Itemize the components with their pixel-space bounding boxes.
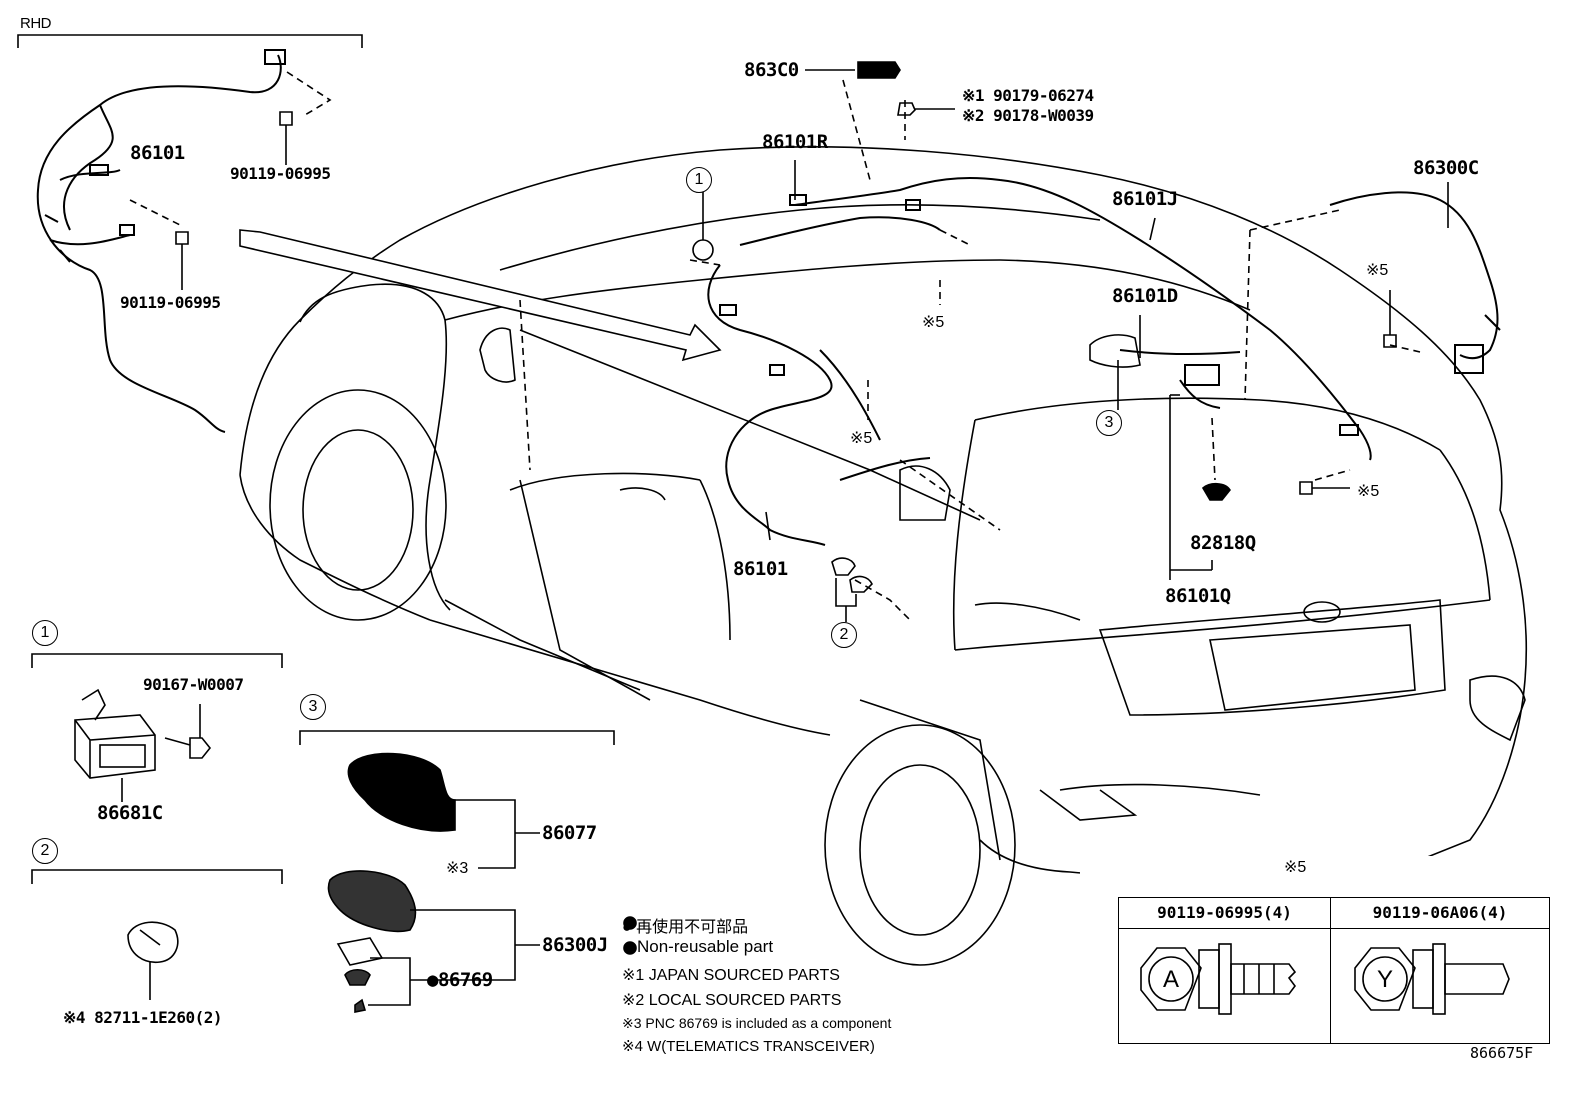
leader-86077 (450, 799, 540, 869)
legend-nonreusable-en: ● Non-reusable part (622, 937, 774, 956)
label-86101r: 86101R (762, 131, 828, 153)
leader-86101j (1149, 217, 1156, 241)
head-mark-a: A (1162, 966, 1179, 993)
nut-86769-drawing (344, 968, 371, 1013)
connector-drawing-a (831, 557, 856, 576)
bolt-side-y-icon (1412, 943, 1510, 1015)
module-location (692, 239, 714, 261)
leader-rhd-bolt-low (129, 199, 181, 226)
bolt-table-header-2: 90119-06A06(4) (1331, 898, 1549, 929)
module-86681c-drawing (74, 688, 156, 779)
gasket-drawing (336, 937, 384, 966)
section-2-bracket (31, 869, 283, 884)
label-863c0: 863C0 (744, 59, 799, 81)
ref-circle-3: 3 (1096, 410, 1122, 436)
bolt-86300c (1383, 290, 1397, 348)
label-86300j: 86300J (542, 934, 608, 956)
label-86101j: 86101J (1112, 188, 1178, 210)
legend-note-4: ※4 W(TELEMATICS TRANSCEIVER) (622, 1038, 875, 1055)
bolt-90167-drawing (164, 737, 212, 759)
head-mark-y: Y (1376, 966, 1393, 993)
diagram-id: 866675F (1470, 1044, 1534, 1062)
bracket-86101q (1169, 395, 1213, 580)
bolt-table-header-1: 90119-06995(4) (1119, 898, 1330, 929)
bolt-head-y-icon (1354, 947, 1416, 1011)
bolt-table-drawings (1140, 943, 1510, 1015)
label-82711-1e260: ※4 82711-1E260(2) (63, 1008, 223, 1027)
label-86300c: 86300C (1413, 157, 1479, 179)
clamp-82818q-drawing (1201, 482, 1231, 501)
section-3-marker: 3 (300, 694, 326, 720)
rhd-harness-drawing (36, 49, 286, 433)
ref-5-dash: ※5 (850, 430, 873, 447)
section-1-marker: 1 (32, 620, 58, 646)
label-86101q: 86101Q (1165, 585, 1231, 607)
section-3-bracket (299, 730, 615, 745)
label-nut-local: ※2 90178-W0039 (962, 106, 1094, 125)
legend-note-3: ※3 PNC 86769 is included as a component (622, 1015, 892, 1031)
leader-86769 (368, 957, 428, 1006)
label-90167-w0007: 90167-W0007 (143, 675, 244, 694)
leader-86101-center (765, 511, 771, 541)
ref-circle-1: 1 (686, 167, 712, 193)
antenna-86300j-drawing (327, 870, 417, 933)
label-86681c: 86681C (97, 802, 163, 824)
leader-86300j (410, 909, 540, 981)
part-82711-drawing (127, 921, 179, 1000)
amp-863c0-drawing (857, 61, 901, 79)
legend-note-1: ※1 JAPAN SOURCED PARTS (622, 967, 840, 984)
label-nut-japan: ※1 90179-06274 (962, 86, 1094, 105)
bolt-table-title: ※5 (1284, 859, 1307, 876)
dashed-leaders (519, 79, 1421, 621)
label-82818q: 82818Q (1190, 532, 1256, 554)
bracket-2 (835, 578, 857, 622)
rhd-bolt-upper-drawing (279, 111, 293, 165)
ref-5-roof: ※5 (922, 314, 945, 331)
bolt-head-a-icon (1140, 947, 1202, 1011)
label-86101-center: 86101 (733, 558, 788, 580)
label-90119-rhd-upper: 90119-06995 (230, 164, 331, 183)
section-2-marker: 2 (32, 838, 58, 864)
ref-5-antenna: ※5 (1366, 262, 1389, 279)
bolt-table: 90119-06995(4) 90119-06A06(4) A Y (1118, 897, 1550, 1044)
label-86101d: 86101D (1112, 285, 1178, 307)
label-86769: ●86769 (427, 969, 493, 991)
connector-drawing-b (849, 575, 873, 593)
bolt-table-divider (1330, 898, 1331, 1043)
antenna-86300c-drawing (1329, 191, 1501, 374)
ref-circle-2: 2 (831, 622, 857, 648)
label-86077: 86077 (542, 822, 597, 844)
ref-5-rear: ※5 (1357, 483, 1380, 500)
rhd-bracket (17, 34, 363, 48)
legend-dot-jp (623, 916, 637, 930)
leader-rhd-bolt-up (286, 71, 332, 116)
nut-drawing (897, 102, 955, 116)
legend-dot-en (623, 941, 637, 955)
bolt-side-a-icon (1198, 943, 1297, 1015)
label-ref-3: ※3 (446, 860, 469, 877)
label-86101-rhd: 86101 (130, 142, 185, 164)
center-harness-drawing (707, 177, 1372, 546)
vehicle-body-drawing (239, 146, 1528, 966)
roof-antenna-outline (1089, 334, 1141, 368)
callout-arrow (239, 229, 722, 362)
label-90119-rhd-lower: 90119-06995 (120, 293, 221, 312)
rhd-bolt-lower-drawing (175, 231, 189, 290)
bolt-rear-drawing (1299, 481, 1350, 495)
legend-nonreusable-jp: ● 再使用不可部品 (622, 919, 749, 936)
cover-86077-drawing (347, 752, 456, 832)
section-1-bracket (31, 653, 283, 668)
rhd-label: RHD (20, 15, 52, 32)
legend-note-2: ※2 LOCAL SOURCED PARTS (622, 992, 842, 1009)
